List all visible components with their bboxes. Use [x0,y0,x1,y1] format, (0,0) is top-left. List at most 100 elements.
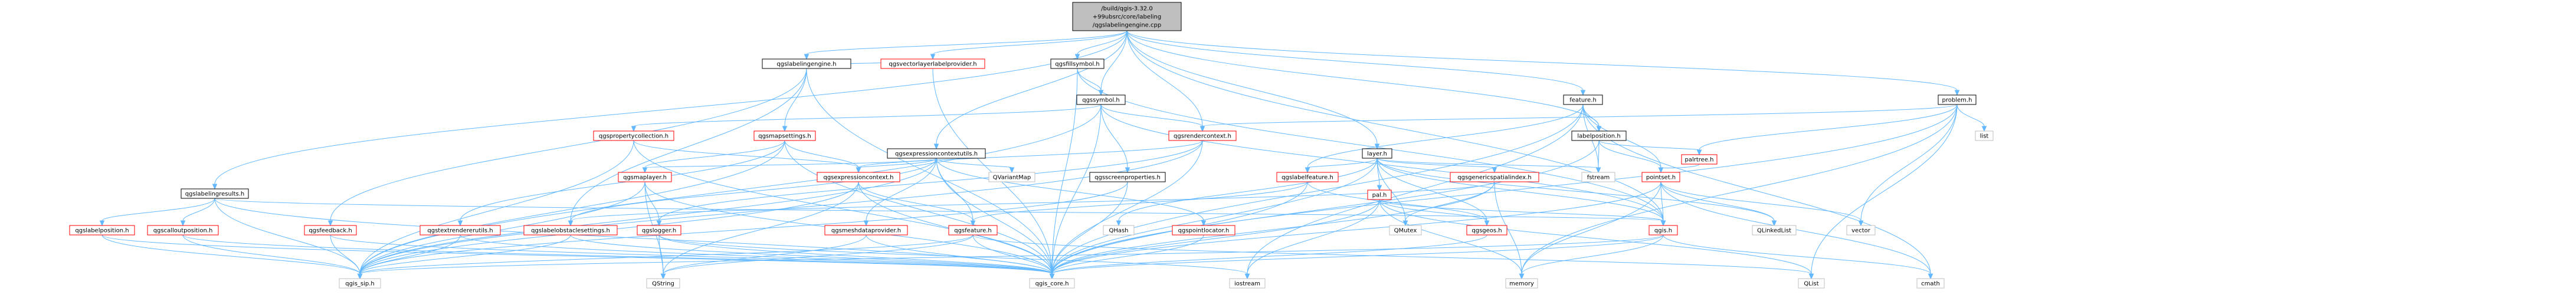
node-label: qgstextrendererutils.h [427,228,493,234]
node-qgsmaplayer[interactable]: qgsmaplayer.h [618,172,672,182]
edge-qgslabelingresults-to-qgis [214,198,1666,227]
node-label: qgsmeshdataprovider.h [831,228,901,234]
edge-pal-to-qgis [1379,199,1666,227]
edge-qgslabelingengine_h-to-qgsfeedback [327,68,807,227]
node-label: qgslogger.h [642,228,676,234]
node-label: fstream [1587,175,1610,181]
node-qgsfeature[interactable]: qgsfeature.h [948,225,998,236]
edge-layer-to-qhash [1116,158,1378,227]
node-label: qgsexpressioncontext.h [823,175,893,181]
node-layer[interactable]: layer.h [1362,148,1392,159]
edge-root-to-qgsvectorlayerlabelprovider [930,30,1128,60]
node-label: qgsmapsettings.h [758,133,811,140]
node-qlinkedlist: QLinkedList [1752,225,1797,236]
edge-pal-to-qgis_core [1049,199,1380,280]
edge-labelposition-to-qgis_core [1049,140,1600,280]
node-qgsfillsymbol[interactable]: qgsfillsymbol.h [1050,58,1105,69]
node-label: QMutex [1394,228,1417,234]
edge-qgsmapsettings-to-qgsmaplayer [642,140,785,174]
node-qgis-core: qgis_core.h [1029,278,1075,289]
node-qgslabelposition[interactable]: qgslabelposition.h [69,225,135,236]
node-qgsscreenproperties[interactable]: qgsscreenproperties.h [1089,172,1166,182]
edge-root-to-qgsexpressioncontextutils [933,30,1128,150]
node-root[interactable]: /build/qgis-3.32.0+99ubsrc/core/labeling… [1072,2,1182,31]
edge-pointset-to-memory [1519,181,1661,280]
node-qgsgenericspatialindex[interactable]: qgsgenericspatialindex.h [1450,172,1539,182]
node-cmath: cmath [1916,278,1945,289]
edge-qgsmaplayer-to-qgslogger [644,181,662,227]
node-qgspointlocator[interactable]: qgspointlocator.h [1172,225,1235,236]
node-qgsfeedback[interactable]: qgsfeedback.h [304,225,357,236]
node-label: feature.h [1569,97,1597,104]
edge-layer-to-qlinkedlist [1377,158,1777,227]
node-qgsexpressioncontext[interactable]: qgsexpressioncontext.h [817,172,900,182]
edge-qgsfillsymbol-to-qgis [1077,68,1666,227]
node-qgsexpressioncontextutils[interactable]: qgsexpressioncontextutils.h [887,148,986,159]
node-label: qgslabelingresults.h [185,191,245,198]
edge-root-to-feature [1126,30,1586,96]
node-label: QString [652,281,674,287]
edge-qgsexpressioncontextutils-to-qgspointlocator [936,158,1207,227]
node-qgslabelfeature[interactable]: qgslabelfeature.h [1276,172,1339,182]
edge-root-to-qgslabelingengine_h [804,30,1128,60]
edge-root-to-qgslabelingresults [212,30,1128,190]
node-qgspropertycollection[interactable]: qgspropertycollection.h [593,130,674,141]
edge-labelposition-to-pointset [1598,140,1664,174]
edge-problem-to-memory [1519,104,1958,280]
node-label: +99ubsrc/core/labeling [1093,14,1161,21]
edge-qgsexpressioncontextutils-to-qgslabelobstaclesettings [568,158,937,227]
edge-qgslogger-to-iostream [658,234,1250,280]
edge-qgslabelingresults-to-qgis_core [214,198,1055,280]
node-qgssymbol[interactable]: qgssymbol.h [1076,94,1126,105]
node-label: pal.h [1372,192,1387,199]
node-qgsmapsettings[interactable]: qgsmapsettings.h [753,130,816,141]
node-label: palrtree.h [1685,157,1714,164]
node-label: qgscalloutposition.h [153,228,213,234]
node-qgslabelobstaclesettings[interactable]: qgslabelobstaclesettings.h [523,225,618,236]
edge-pointset-to-vector [1660,181,1864,227]
edge-labelposition-to-fstream [1595,140,1601,174]
edge-layer-to-qgsgenericspatialindex [1377,158,1497,174]
node-palrtree[interactable]: palrtree.h [1681,154,1718,165]
edge-qgsexpressioncontextutils-to-qgsmeshdataprovider [863,158,937,227]
edge-pointset-to-qgis_core [1049,181,1661,280]
edge-problem-to-vector [1858,104,1958,227]
edge-qgsmapsettings-to-qgsexpressioncontext [784,140,861,174]
node-labelposition[interactable]: labelposition.h [1571,130,1627,141]
edge-root-to-qgsrendercontext [1126,30,1205,132]
node-feature[interactable]: feature.h [1563,94,1603,105]
edge-qgsfillsymbol-to-qgis_core [1049,68,1078,280]
edge-pal-to-qlist [1379,199,1814,280]
node-pointset[interactable]: pointset.h [1641,172,1680,182]
node-label: qgspointlocator.h [1178,228,1230,234]
node-qgsmeshdataprovider[interactable]: qgsmeshdataprovider.h [824,225,908,236]
edge-qgscalloutposition-to-qgis_core [182,234,1055,280]
node-memory: memory [1505,278,1538,289]
node-qgis[interactable]: qgis.h [1648,225,1678,236]
node-qgsvectorlayerlabelprovider[interactable]: qgsvectorlayerlabelprovider.h [880,58,985,69]
edge-qgsrendercontext-to-qgis_core [1049,140,1203,280]
node-pal[interactable]: pal.h [1367,189,1392,200]
node-qgslogger[interactable]: qgslogger.h [637,225,681,236]
edge-feature-to-qgslabelfeature [1305,104,1584,174]
edge-qgslabelingresults-to-qgscalloutposition [180,198,215,227]
node-label: list [1980,133,1989,140]
node-label: qgsscreenproperties.h [1094,175,1161,181]
edge-feature-to-cmath [1582,104,1933,280]
node-qgscalloutposition[interactable]: qgscalloutposition.h [147,225,219,236]
node-qgstextrendererutils[interactable]: qgstextrendererutils.h [419,225,501,236]
node-qgslabelingengine-h[interactable]: qgslabelingengine.h [762,58,851,69]
node-qgsgeos[interactable]: qgsgeos.h [1466,225,1507,236]
edge-problem-to-list [1956,104,1987,132]
edge-root-to-labelposition [1126,30,1602,132]
node-label: qgsfeedback.h [309,228,352,234]
node-label: problem.h [1942,97,1972,104]
node-label: qgspropertycollection.h [599,133,668,140]
node-label: labelposition.h [1577,133,1620,140]
node-label: qgsmaplayer.h [623,175,667,181]
node-qmutex: QMutex [1389,225,1422,236]
node-problem[interactable]: problem.h [1938,94,1977,105]
edge-pal-to-qgsgeos [1379,199,1490,227]
node-qgsrendercontext[interactable]: qgsrendercontext.h [1168,130,1237,141]
node-qgslabelingresults[interactable]: qgslabelingresults.h [181,188,249,199]
